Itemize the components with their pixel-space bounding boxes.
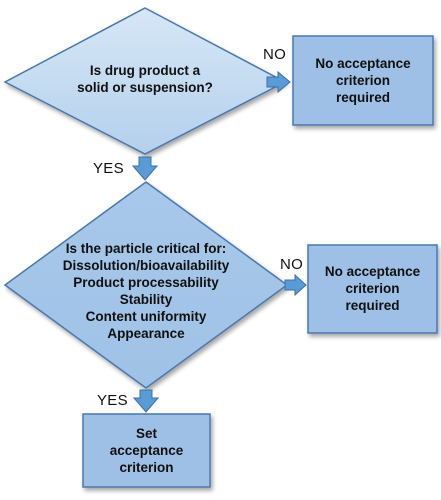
decision-2-line: Product processability (73, 275, 219, 290)
decision-1-text: Is drug product a solid or suspension? (55, 62, 235, 96)
outcome-2-line: criterion (345, 281, 400, 296)
decision-diamond-2 (3, 181, 289, 389)
yes-label-2: YES (97, 392, 128, 409)
outcome-3-text: Set acceptance criterion (83, 425, 210, 476)
outcome-1-text: No acceptance criterion required (293, 55, 433, 106)
outcome-3-line: criterion (119, 460, 174, 475)
outcome-box-1 (292, 35, 434, 126)
decision-diamond-1 (3, 7, 287, 155)
arrow-no-1 (266, 70, 291, 94)
arrow-yes-1 (131, 156, 159, 181)
outcome-box-3 (82, 413, 211, 488)
outcome-box-2 (307, 244, 438, 334)
outcome-2-text: No acceptance criterion required (308, 263, 437, 314)
outcome-1-line: required (335, 90, 390, 105)
outcome-3-line: acceptance (109, 443, 184, 458)
no-label-2: NO (280, 256, 304, 273)
decision-2-text: Is the particle critical for: Dissolutio… (36, 240, 256, 342)
arrow-yes-2 (132, 389, 160, 413)
outcome-2-line: No acceptance (324, 264, 421, 279)
arrow-no-2 (284, 273, 307, 297)
outcome-1-line: criterion (335, 73, 390, 88)
decision-2-line: Stability (119, 292, 173, 307)
decision-2-line: Dissolution/bioavailability (62, 258, 230, 273)
outcome-2-line: required (345, 298, 400, 313)
decision-1-line: Is drug product a (89, 63, 201, 78)
decision-2-line: Is the particle critical for: (65, 241, 227, 256)
outcome-3-line: Set (135, 426, 157, 441)
decision-2-line: Appearance (107, 326, 185, 341)
decision-1-line: solid or suspension? (77, 80, 213, 95)
yes-label-1: YES (93, 160, 124, 177)
decision-2-line: Content uniformity (85, 309, 207, 324)
no-label-1: NO (263, 46, 287, 63)
outcome-1-line: No acceptance (315, 56, 411, 71)
